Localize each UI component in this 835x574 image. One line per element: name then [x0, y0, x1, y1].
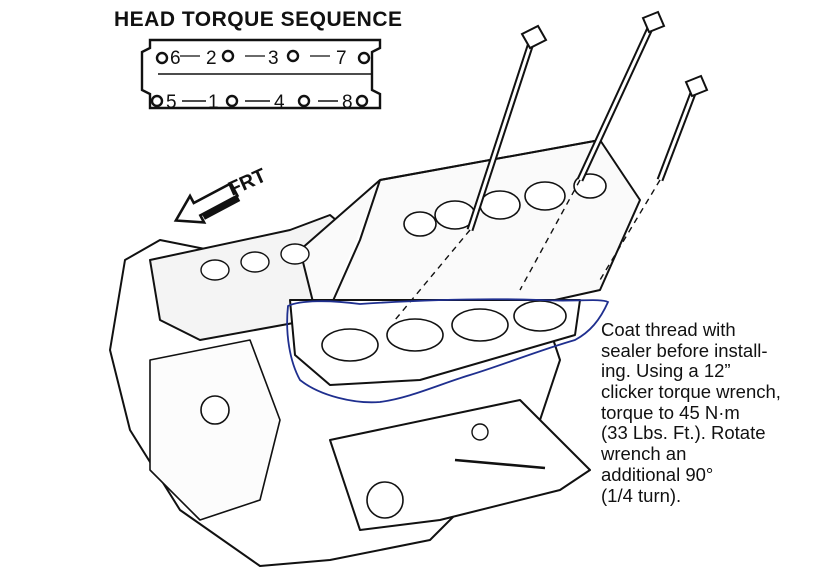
sequence-number-top: 3	[268, 48, 279, 69]
diagram-title: HEAD TORQUE SEQUENCE	[114, 8, 403, 31]
note-line: Coat thread with	[601, 320, 736, 340]
note-line: torque to 45 N·m	[601, 401, 740, 423]
sequence-number-bottom: 4	[274, 92, 285, 113]
note-line: clicker torque wrench,	[601, 381, 781, 403]
handwritten-gasket-outline	[286, 298, 610, 404]
sequence-number-top: 7	[336, 48, 347, 69]
note-line: sealer before install-	[601, 339, 768, 361]
sequence-number-top: 6	[170, 48, 181, 69]
note-line: ing. Using a 12”	[601, 360, 731, 382]
sequence-number-bottom: 5	[166, 92, 177, 113]
sequence-number-bottom: 8	[342, 92, 353, 113]
head-bolts	[466, 10, 709, 232]
head-bolt-2	[576, 10, 666, 182]
sequence-number-top: 2	[206, 48, 217, 69]
note-line: additional 90°	[601, 463, 714, 485]
note-line: wrench an	[601, 443, 687, 465]
note-line: (1/4 turn).	[601, 484, 682, 506]
note-line: (33 Lbs. Ft.). Rotate	[601, 422, 766, 444]
sequence-number-bottom: 1	[208, 92, 219, 113]
instruction-note: Coat thread with sealer before install- …	[601, 320, 835, 506]
head-bolt-1	[466, 24, 548, 232]
arrow-icon	[173, 181, 240, 224]
head-bolt-3	[656, 74, 709, 182]
